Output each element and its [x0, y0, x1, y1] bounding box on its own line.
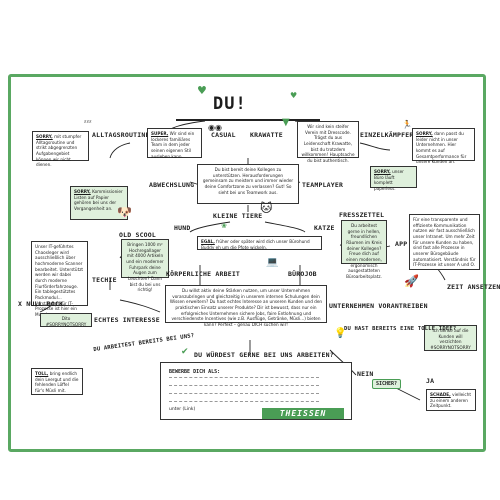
label-du-wuerdest-gerne: DU WÜRDEST GERNE BEI UNS ARBEITEN?	[194, 351, 334, 359]
label-old-scool: OLD SCOOL	[119, 231, 157, 239]
box-super: SUPER, Wir sind ein lockeres familiäres …	[147, 128, 202, 159]
title-divider	[176, 119, 320, 121]
cat-icon: 🐱	[260, 201, 273, 215]
label-unternehmen-vorantreiben: UNTERNEHMEN VORANTREIBEN	[329, 302, 428, 310]
box-transparent: Für eine transparente und effiziente Kom…	[409, 214, 480, 270]
poster-frame	[8, 74, 486, 452]
box-leuchten: Bringen 1000 m² Hochregallager mit 4000 …	[121, 239, 169, 292]
label-du-hast-idee: DU HAST BEREITS EINE TOLLE IDEE?	[344, 326, 457, 332]
box-schade: SCHADE, vielleicht zu einem anderen Zeit…	[426, 389, 476, 411]
box-sorry-einzel: SORRY, dann passt du leider nicht in uns…	[412, 128, 475, 164]
label-techie: TECHIE	[92, 276, 117, 284]
brand-logo: THEISSEN	[262, 408, 344, 419]
label-echtes-interesse: ECHTES INTERESSE	[94, 316, 160, 324]
label-ja: JA	[426, 377, 435, 385]
box-sorry-kommission: SORRY, Kommissionier Listen auf Papier g…	[70, 186, 128, 220]
lightbulb-icon: 💡	[334, 328, 347, 339]
laptop-icon: 💻	[266, 257, 279, 268]
box-sorry-routine: SORRY, mit stumpfer Alltagsroutine und s…	[32, 131, 89, 167]
label-buerojob: BÜROJOB	[288, 270, 317, 278]
form-line	[169, 393, 319, 394]
box-egal: EGAL, früher oder später wird dich unser…	[197, 236, 322, 250]
label-alltagsroutine: ALLTAGSROUTINE	[92, 131, 150, 139]
box-toll: TOLL, bring endlich dein Leergut und die…	[31, 368, 83, 395]
label-koerperliche-arbeit: KÖRPERLICHE ARBEIT	[166, 270, 241, 278]
box-kunden: Ich denke auf die Kunden will verzichten…	[424, 325, 477, 351]
zzz-icon: ᶻᶻᶻ	[84, 119, 92, 127]
label-teamplayer: TEAMPLAYER	[302, 181, 344, 189]
box-vorantreiben: Du willst aktiv deine Stärken nutzen, um…	[165, 285, 327, 327]
box-verein: Wir sind kein steifer Verein mit Dressco…	[297, 121, 359, 163]
box-kollegen: Du bist bereit deine Kollegen zu unterst…	[197, 164, 299, 204]
label-app: APP	[395, 240, 408, 248]
box-dito: Dito #SORRYNOTSORRY	[40, 313, 92, 327]
rocket-icon: 🚀	[404, 274, 419, 288]
label-einzelkaempfer: EINZELKÄMPFER	[360, 131, 414, 139]
heart-icon-small: ♥	[290, 91, 298, 100]
form-link-label[interactable]: unter (Link)	[169, 407, 196, 412]
form-line	[169, 385, 319, 386]
box-sorry-paperless: SORRY, unser Büro läuft komplett paperle…	[370, 166, 417, 191]
label-fresszettel: FRESSZETTEL	[339, 211, 385, 219]
dog-icon: 🐶	[117, 205, 132, 219]
label-katze: KATZE	[314, 224, 335, 232]
label-hund: HUND	[174, 224, 191, 232]
runner-icon: 🏃	[402, 120, 412, 129]
label-krawatte: KRAWATTE	[250, 131, 283, 139]
heart-icon: ♥	[197, 84, 207, 97]
box-it-chaoslager: Unser IT-geführtes Chaosleger wird aussc…	[31, 241, 88, 317]
page-title: DU!	[213, 94, 247, 114]
label-sicher: SICHER?	[372, 379, 402, 389]
form-line	[169, 401, 319, 402]
form-label-bewerbe: BEWERBE DICH ALS:	[169, 369, 221, 375]
tie-icon: ▼	[282, 117, 290, 128]
box-fresszettel: Du arbeitest gerne in hellen, freundlich…	[341, 220, 387, 279]
label-nein: NEIN	[357, 370, 374, 378]
label-kleine-tiere: KLEINE TIERE	[213, 212, 263, 220]
label-zeit-ansetzen: ZEIT ANSETZEN!	[447, 283, 500, 291]
form-line	[169, 377, 319, 378]
check-circle-icon: ✔	[181, 347, 189, 357]
sunglasses-icon: ◉◉	[208, 123, 222, 132]
paw-icon: ❀	[221, 222, 227, 230]
label-casual: CASUAL	[211, 131, 236, 139]
label-abwechslung: ABWECHSLUNG	[149, 181, 195, 189]
label-x-null-bock: X NULL BOCK	[18, 300, 64, 308]
